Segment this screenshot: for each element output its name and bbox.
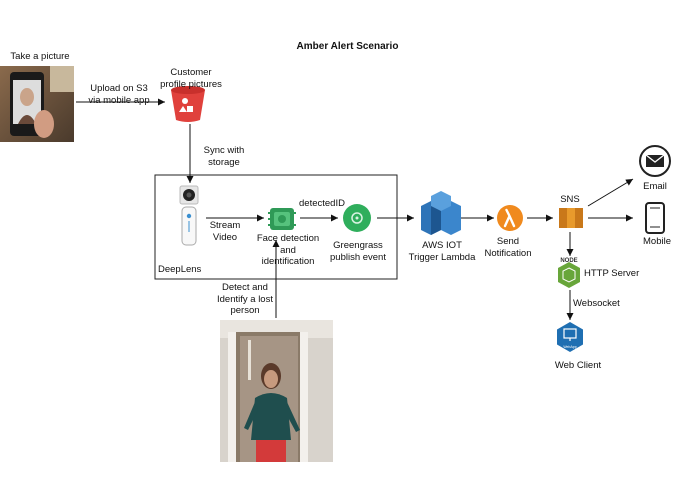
label-detected-id: detectedID bbox=[299, 198, 345, 209]
label-email: Email bbox=[643, 181, 667, 192]
label-detect-identify-line-1: Detect and bbox=[222, 282, 268, 293]
label-face-detection-line-1: Face detection bbox=[256, 233, 320, 244]
arrows bbox=[76, 98, 634, 320]
node-logo-text: NODE bbox=[560, 258, 577, 264]
label-take-picture: Take a picture bbox=[10, 51, 70, 62]
label-greengrass-line-1: Greengrass bbox=[333, 240, 383, 251]
web-client-icon bbox=[557, 322, 583, 352]
web-badge-text: WebApp bbox=[563, 345, 576, 349]
label-mobile: Mobile bbox=[643, 236, 671, 247]
label-aws-iot-line-1: AWS IOT bbox=[422, 240, 462, 251]
greengrass-icon bbox=[343, 204, 371, 232]
label-send-notification-line-2: Notification bbox=[484, 247, 532, 259]
label-websocket: Websocket bbox=[573, 298, 620, 309]
label-sns: SNS bbox=[560, 194, 580, 205]
face-detection-icon bbox=[268, 208, 296, 230]
email-icon bbox=[639, 145, 671, 177]
phone-photo bbox=[0, 66, 74, 142]
lambda-icon bbox=[497, 205, 523, 231]
label-upload-line-1: Upload on S3 bbox=[90, 83, 148, 94]
label-detect-identify-line-3: person bbox=[230, 305, 260, 316]
label-sync-line-2: storage bbox=[208, 156, 240, 168]
page-title: Amber Alert Scenario bbox=[296, 41, 399, 52]
sns-icon bbox=[559, 208, 583, 228]
label-sync-line-1: Sync with bbox=[203, 145, 245, 156]
label-customer-profile-line-2: profile pictures bbox=[160, 78, 222, 90]
nodejs-icon bbox=[558, 262, 580, 288]
label-face-detection: Face detection and identification bbox=[246, 233, 330, 268]
label-aws-iot-line-2: Trigger Lambda bbox=[408, 251, 476, 263]
arrow-sns-to-email bbox=[587, 178, 634, 207]
label-upload-line-2: via mobile app bbox=[88, 94, 150, 106]
label-greengrass: Greengrass publish event bbox=[324, 240, 392, 263]
label-face-detection-line-2: and bbox=[280, 244, 296, 256]
label-detect-identify-line-2: Identify a lost bbox=[217, 293, 273, 305]
label-detect-identify: Detect and Identify a lost person bbox=[212, 282, 278, 317]
label-web-client: Web Client bbox=[554, 360, 602, 371]
s3-bucket-icon bbox=[171, 86, 205, 122]
label-send-notification: Send Notification bbox=[476, 236, 540, 259]
deeplens-camera-icon bbox=[179, 185, 199, 246]
label-sync: Sync with storage bbox=[194, 145, 254, 168]
label-face-detection-line-3: identification bbox=[261, 256, 315, 267]
person-photo bbox=[220, 320, 333, 462]
label-stream-video-line-2: Video bbox=[212, 231, 238, 243]
label-deeplens: DeepLens bbox=[158, 264, 202, 275]
aws-iot-icon bbox=[421, 191, 461, 235]
label-stream-video: Stream Video bbox=[205, 220, 245, 243]
label-http-server: HTTP Server bbox=[584, 268, 640, 279]
label-aws-iot: AWS IOT Trigger Lambda bbox=[402, 240, 482, 263]
label-customer-profile-line-1: Customer bbox=[170, 67, 212, 78]
label-send-notification-line-1: Send bbox=[496, 236, 520, 247]
label-greengrass-line-2: publish event bbox=[330, 251, 386, 263]
label-stream-video-line-1: Stream bbox=[209, 220, 241, 231]
mobile-icon bbox=[645, 202, 665, 234]
label-customer-profile: Customer profile pictures bbox=[148, 67, 234, 90]
label-upload: Upload on S3 via mobile app bbox=[74, 83, 164, 106]
